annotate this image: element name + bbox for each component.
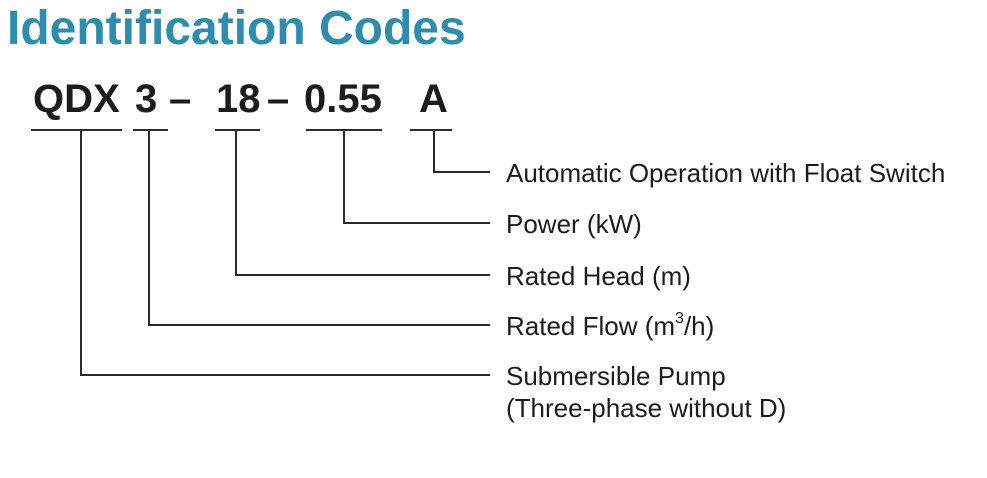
code-segment-pump-type: QDX [33, 77, 120, 121]
label-rated-head: Rated Head (m) [506, 261, 691, 291]
connector-vertical-flow [148, 130, 150, 326]
connector-vertical-pump-type [80, 130, 82, 376]
underline-auto [410, 129, 452, 131]
code-dash-2: – [267, 77, 290, 121]
connector-horizontal-flow [148, 324, 490, 326]
label-rated-flow-superscript: 3 [675, 310, 684, 328]
connector-vertical-head [235, 130, 237, 276]
underline-head [215, 129, 260, 131]
label-submersible-pump: Submersible Pump (Three-phase without D) [506, 360, 786, 424]
label-automatic-operation: Automatic Operation with Float Switch [506, 158, 946, 188]
page-title: Identification Codes [7, 2, 466, 55]
label-submersible-pump-line2: (Three-phase without D) [506, 393, 787, 423]
code-segment-auto: A [419, 77, 448, 121]
connector-horizontal-auto [433, 171, 490, 173]
code-segment-head: 18 [216, 77, 261, 121]
label-rated-flow-post: /h) [683, 311, 715, 341]
code-dash-1: – [169, 77, 192, 121]
code-segment-power: 0.55 [304, 77, 382, 121]
underline-pump-type [31, 129, 122, 131]
code-segment-flow: 3 [135, 77, 158, 121]
connector-horizontal-pump-type [80, 374, 490, 376]
connector-horizontal-power [343, 222, 490, 224]
label-rated-flow-pre: Rated Flow (m [506, 311, 676, 341]
label-power: Power (kW) [506, 209, 642, 239]
connector-vertical-auto [433, 130, 435, 173]
connector-vertical-power [343, 130, 345, 224]
underline-flow [133, 129, 168, 131]
label-rated-flow: Rated Flow (m3/h) [506, 311, 714, 341]
connector-horizontal-head [235, 274, 490, 276]
label-submersible-pump-line1: Submersible Pump [506, 361, 726, 391]
